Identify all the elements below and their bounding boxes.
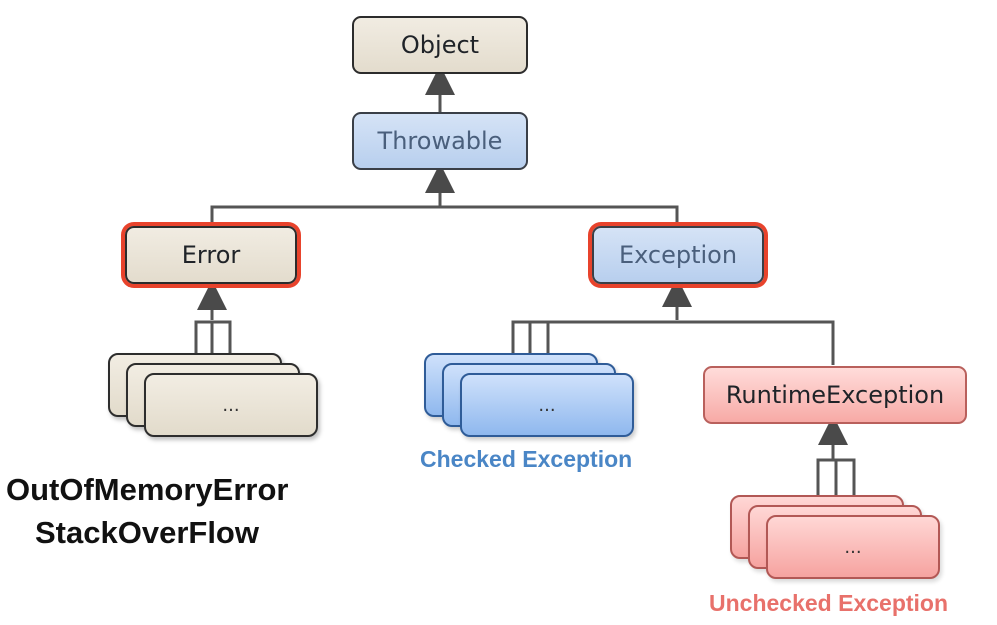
- throwable-label: Throwable: [377, 127, 503, 155]
- error-node: Error: [125, 226, 297, 284]
- checked-child-ellipsis: ...: [538, 394, 556, 416]
- exception-label: Exception: [618, 241, 738, 269]
- runtime-exception-label: RuntimeException: [725, 381, 945, 409]
- error-example-1: OutOfMemoryError: [6, 472, 289, 507]
- error-child-front: ...: [144, 373, 318, 437]
- error-example-2: StackOverFlow: [35, 515, 259, 550]
- checked-child-front: ...: [460, 373, 634, 437]
- throwable-node: Throwable: [352, 112, 528, 170]
- error-label: Error: [181, 241, 241, 269]
- checked-exception-caption: Checked Exception: [420, 446, 633, 472]
- runtime-exception-node: RuntimeException: [703, 366, 967, 424]
- error-child-ellipsis: ...: [222, 394, 240, 416]
- object-label: Object: [400, 31, 480, 59]
- unchecked-child-ellipsis: ...: [844, 536, 862, 558]
- unchecked-child-front: ...: [766, 515, 940, 579]
- unchecked-exception-caption: Unchecked Exception: [709, 590, 949, 616]
- object-node: Object: [352, 16, 528, 74]
- exception-node: Exception: [592, 226, 764, 284]
